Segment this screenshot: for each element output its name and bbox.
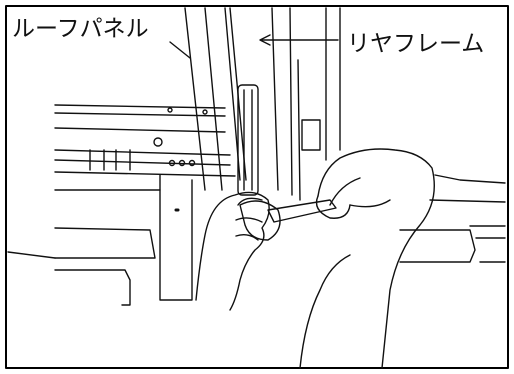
lower-body [7, 174, 506, 306]
left-hand [195, 191, 270, 311]
rear-frame-label: リヤフレーム [343, 31, 489, 57]
roof-panel-label: ルーフパネル [12, 16, 153, 44]
roof-panel-leader [169, 41, 191, 59]
right-hand [299, 148, 435, 369]
roof-panel [54, 104, 236, 191]
tool [237, 84, 337, 241]
rear-frame [271, 7, 341, 201]
diagram-border [5, 5, 509, 369]
rear-frame-pointer-arrow [259, 34, 339, 46]
